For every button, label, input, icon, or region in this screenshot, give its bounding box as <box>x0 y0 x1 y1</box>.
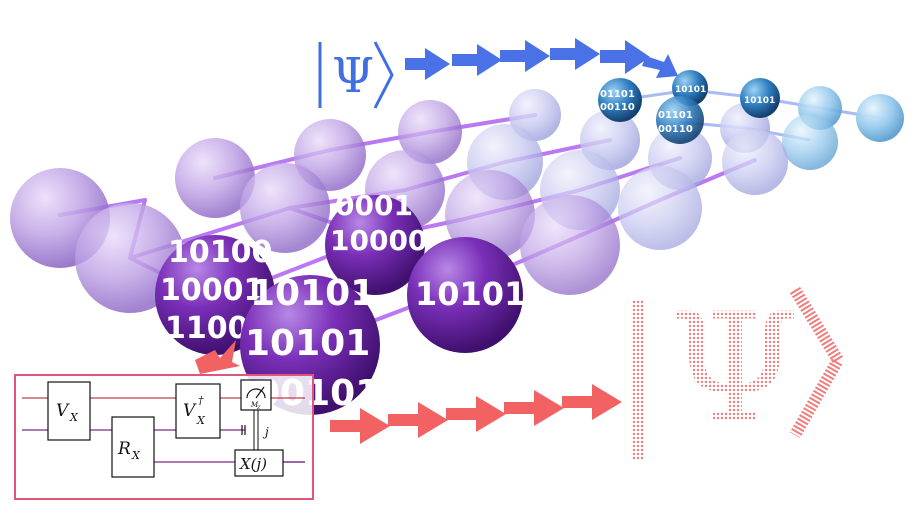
qubit-sphere <box>175 138 255 218</box>
arrow <box>388 402 448 438</box>
meter-label: M <box>250 401 259 409</box>
meter-box <box>240 379 272 411</box>
big-ket: Ψ <box>632 282 845 460</box>
sphere-bits: 0001 <box>335 189 413 222</box>
gate-vx <box>47 381 91 441</box>
gate-vxd-sup: † <box>198 394 204 407</box>
measured-sphere <box>598 78 642 122</box>
top-ket: Ψ <box>318 41 394 109</box>
arrow <box>446 396 506 432</box>
gate-vx-label: V <box>56 401 70 421</box>
sphere-bits: 10100 <box>168 235 272 270</box>
meter-needle <box>255 386 265 399</box>
big-ket-symbol: Ψ <box>668 282 800 456</box>
arrow <box>330 408 390 444</box>
qubit-sphere <box>618 166 702 250</box>
arrow <box>562 384 622 420</box>
top-ket-symbol: Ψ <box>332 48 374 104</box>
sphere-bits: 10001 <box>160 273 264 308</box>
sphere-bits: 00110 <box>658 124 693 135</box>
blue-spheres: 01101 00110 10101 01101 00110 10101 <box>598 70 780 144</box>
ket-angle <box>373 41 394 109</box>
gate-vxd-sub: X <box>196 414 206 427</box>
gate-xj <box>234 449 284 477</box>
gate-xj-label: X(j) <box>239 455 267 473</box>
sphere-bits: 10101 <box>415 275 526 313</box>
sphere-bits: 10101 <box>675 85 706 95</box>
gate-rx <box>111 416 155 478</box>
sphere-bits: 10101 <box>250 273 375 314</box>
arrow <box>600 40 650 74</box>
sphere-bits: 10000 <box>330 224 427 257</box>
measured-sphere <box>740 78 780 118</box>
gate-vx-sub: X <box>69 411 79 424</box>
gate-rx-label: R <box>117 439 131 459</box>
qubit-sphere <box>856 94 904 142</box>
circuit-diagram: V X R X V † X M Z j X(j) <box>14 374 314 500</box>
meter-sub: Z <box>256 405 261 411</box>
sphere-bits: 01101 <box>658 110 693 121</box>
sphere-bits: 00110 <box>600 102 635 113</box>
red-arrow-chain <box>195 340 622 444</box>
sphere-bits: 01101 <box>600 89 635 100</box>
qubit-sphere <box>398 100 462 164</box>
gate-rx-sub: X <box>131 449 141 462</box>
arrow <box>504 390 564 426</box>
qubit-sphere <box>240 163 330 253</box>
ket-angle <box>789 286 845 438</box>
gate-vx-dagger <box>175 383 221 439</box>
arrow <box>500 40 550 72</box>
qubit-sphere <box>509 89 561 141</box>
arrow <box>405 48 450 80</box>
measured-sphere <box>325 195 425 295</box>
arrow <box>452 44 502 76</box>
wire-label-j: j <box>262 425 269 439</box>
sphere-bits: 1100 <box>165 311 249 346</box>
sphere-bits: 10101 <box>245 323 370 364</box>
qubit-sphere <box>722 129 788 195</box>
meter-icon <box>246 388 266 399</box>
qubit-sphere <box>520 195 620 295</box>
blue-arrow-chain <box>405 38 678 80</box>
measured-sphere <box>656 96 704 144</box>
arrow <box>195 340 240 374</box>
arrow <box>550 38 600 70</box>
ket-bar <box>632 300 644 460</box>
measured-sphere <box>407 237 523 353</box>
arrow <box>642 54 678 78</box>
sphere-bits: 10101 <box>744 96 775 106</box>
gate-vxd-label: V <box>183 401 197 421</box>
qubit-sphere <box>782 114 838 170</box>
